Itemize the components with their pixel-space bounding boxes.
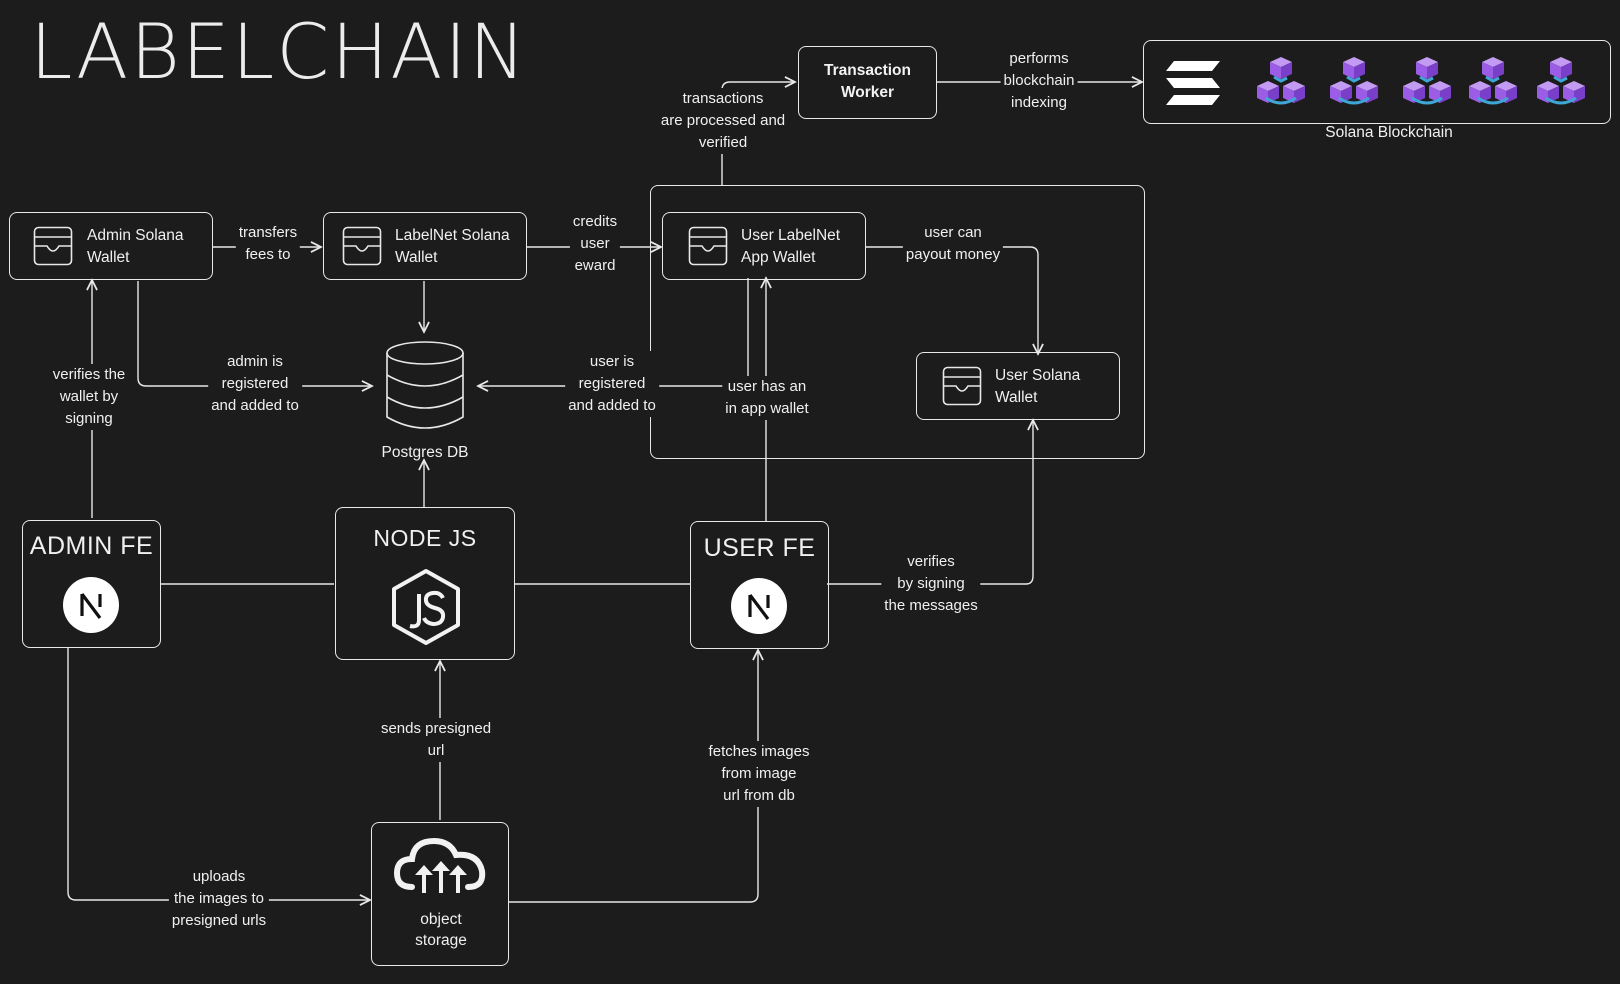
cloud-upload-icon xyxy=(394,837,486,893)
edge-label-transfers-fees: transfers fees to xyxy=(235,222,301,266)
edge-label-sends-presigned: sends presigned url xyxy=(377,718,495,762)
edge-label-transactions-processed: transactions are processed and verified xyxy=(657,88,789,154)
nextjs-icon xyxy=(731,578,787,634)
user-fe-node: USER FE xyxy=(690,521,829,649)
wallet-icon xyxy=(342,226,382,266)
transaction-worker-label: Transaction Worker xyxy=(824,62,911,101)
admin-wallet-node: Admin Solana Wallet xyxy=(9,212,213,280)
transaction-worker-node: Transaction Worker xyxy=(798,46,937,119)
wallet-icon xyxy=(33,226,73,266)
user-solana-wallet-label: User Solana Wallet xyxy=(995,367,1081,406)
wallet-icon xyxy=(942,366,982,406)
user-wallet-group xyxy=(650,185,1145,459)
object-storage-node: object storage xyxy=(371,822,509,966)
labelnet-wallet-label: LabelNet Solana Wallet xyxy=(395,227,510,266)
solana-blockchain-label: Solana Blockchain xyxy=(1325,124,1453,141)
edge-label-credits-user: credits user eward xyxy=(569,211,621,277)
admin-fe-title: ADMIN FE xyxy=(29,532,154,560)
user-solana-wallet-node: User Solana Wallet xyxy=(916,352,1120,420)
nextjs-icon xyxy=(63,577,119,633)
solana-blockchain-node xyxy=(1143,40,1611,124)
nodejs-icon xyxy=(392,569,460,645)
edge-label-performs-indexing: performs blockchain indexing xyxy=(1000,48,1078,114)
edge-label-user-in-app-wallet: user has an in app wallet xyxy=(722,376,812,420)
edge-label-fetches-images: fetches images from image url from db xyxy=(705,741,813,807)
edge-label-user-payout: user can payout money xyxy=(902,222,1004,266)
edge-label-admin-registered: admin is registered and added to xyxy=(208,351,302,417)
object-storage-label: object storage xyxy=(415,911,467,949)
user-fe-title: USER FE xyxy=(703,534,816,562)
blockchain-cube-icon xyxy=(1257,55,1587,105)
solana-icon xyxy=(1166,61,1220,105)
node-js-node: NODE JS xyxy=(335,507,515,660)
user-app-wallet-node: User LabelNet App Wallet xyxy=(662,212,866,280)
admin-wallet-label: Admin Solana Wallet xyxy=(87,227,184,266)
edge-label-uploads-images: uploads the images to presigned urls xyxy=(168,866,270,932)
postgres-label: Postgres DB xyxy=(381,444,469,461)
labelnet-wallet-node: LabelNet Solana Wallet xyxy=(323,212,527,280)
wallet-icon xyxy=(688,226,728,266)
edge-label-user-registered: user is registered and added to xyxy=(565,351,659,417)
edge-label-verifies-messages: verifies by signing the messages xyxy=(881,551,981,617)
node-js-title: NODE JS xyxy=(373,525,477,551)
database-icon xyxy=(386,341,464,429)
admin-fe-node: ADMIN FE xyxy=(22,520,161,648)
page-title: LABELCHAIN xyxy=(30,7,528,96)
edge-label-verifies-wallet: verifies the wallet by signing xyxy=(49,364,129,430)
user-app-wallet-label: User LabelNet App Wallet xyxy=(741,227,841,266)
